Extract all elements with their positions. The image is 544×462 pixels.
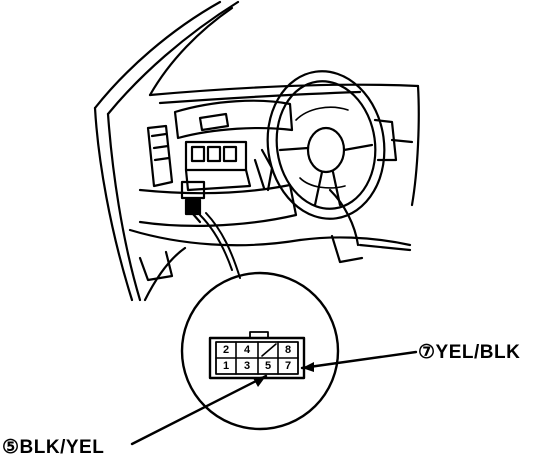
arrow-pin5 — [253, 376, 266, 387]
steering-wheel — [266, 70, 386, 220]
pin-label-7: 7 — [284, 360, 292, 372]
connector-body — [208, 331, 306, 380]
dash-top — [148, 83, 420, 207]
detail-circle — [180, 271, 340, 431]
connector-location — [180, 180, 206, 224]
pin-label-3: 3 — [243, 360, 251, 372]
leader-line-pin7 — [300, 350, 418, 370]
pin-label-5: 5 — [264, 360, 272, 372]
harness-cable — [199, 212, 241, 279]
pin-label-1: 1 — [222, 360, 230, 372]
pin-label-2: 2 — [222, 344, 230, 356]
switch-panel — [184, 140, 252, 192]
left-vent — [146, 124, 174, 188]
knee-bolster — [138, 234, 364, 282]
callout-pin5-wire: ⑤BLK/YEL — [2, 437, 105, 458]
steering-column — [253, 148, 274, 192]
a-pillar — [93, 0, 240, 302]
lower-dash — [128, 183, 412, 302]
leader-line-pin5 — [130, 374, 268, 446]
arrow-pin7 — [302, 362, 314, 372]
pin-label-8: 8 — [284, 344, 292, 356]
callout-pin7-wire: ⑦YEL/BLK — [418, 342, 521, 363]
pin-label-4: 4 — [243, 344, 251, 356]
instrument-hood — [173, 99, 294, 140]
